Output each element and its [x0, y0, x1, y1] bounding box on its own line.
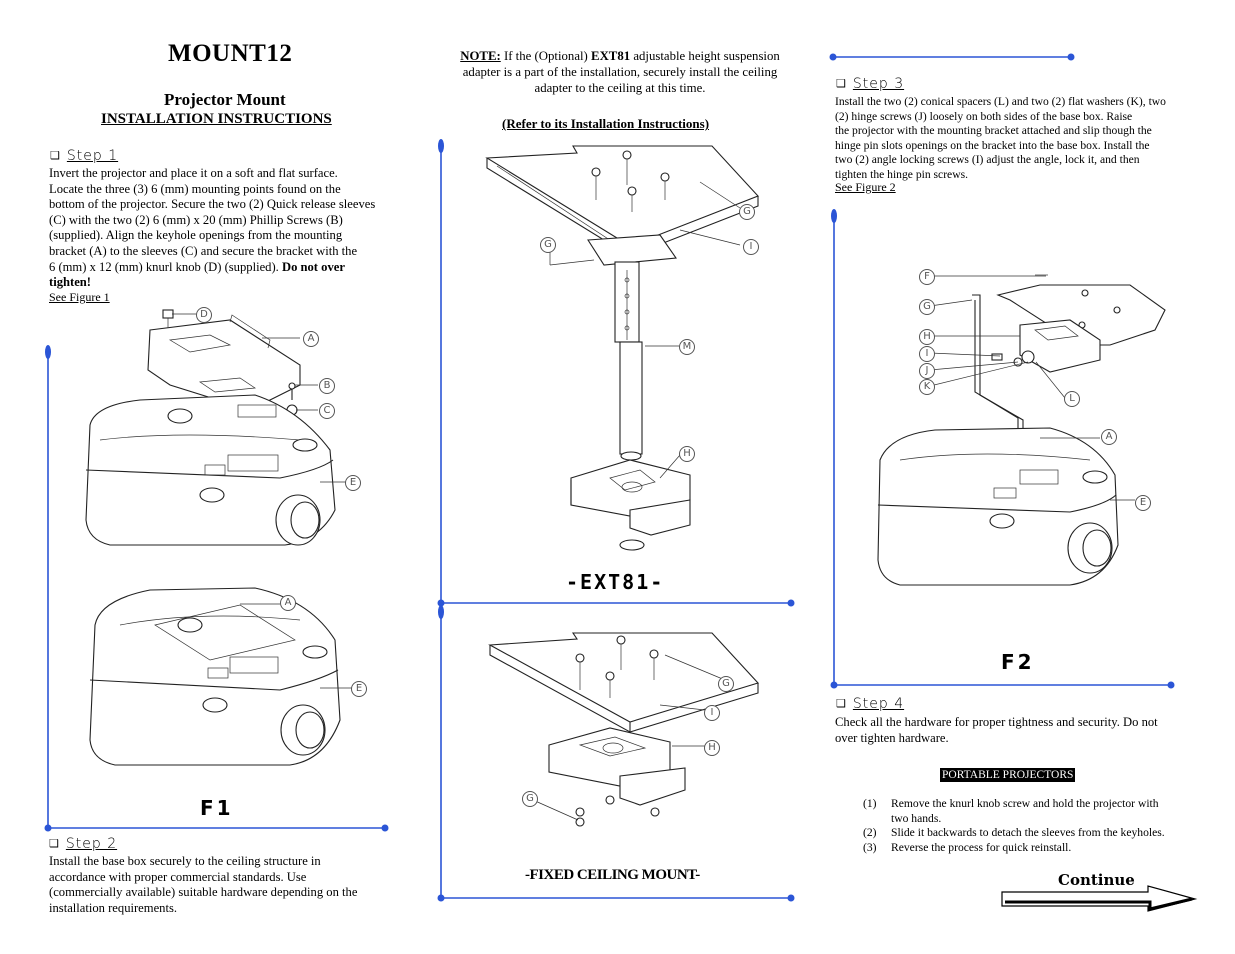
step4-heading: ❑ Step 4 [836, 696, 904, 712]
step3-line: hinge pin slots openings on the bracket … [835, 138, 1150, 152]
instructions-heading: INSTALLATION INSTRUCTIONS [101, 111, 332, 127]
step4-line: over tighten hardware. [835, 730, 949, 745]
callout-figure2-j: J [919, 363, 935, 379]
callout-figure2-h: H [919, 329, 935, 345]
step2-line: (commercially available) suitable hardwa… [49, 885, 358, 900]
portable-projectors-badge: PORTABLE PROJECTORS [940, 768, 1076, 782]
ext81-label: -EXT81- [566, 570, 665, 594]
step1-line: bottom of the projector. Secure the two … [49, 197, 376, 212]
step3-line: tighten the hinge pin screws. [835, 167, 968, 181]
step3-line: two (2) angle locking screws (I) adjust … [835, 153, 1140, 166]
callout-figure2-g: G [919, 299, 935, 315]
ext81-frame [437, 139, 795, 607]
figure1-frame [44, 345, 389, 832]
callout-ext81-i: I [743, 239, 759, 255]
callout-fixed-i: I [704, 705, 720, 721]
callout-ext81-m: M [679, 339, 695, 355]
figure2-drawing [877, 274, 1166, 586]
step3-line: (2) hinge screws (J) loosely on both sid… [835, 109, 1133, 123]
callout-fixed-g: G [718, 676, 734, 692]
callout-fixed-g: G [522, 791, 538, 807]
ext81-drawing [485, 145, 759, 551]
step4-text: Check all the hardware for proper tightn… [835, 715, 1205, 746]
figure2-label: F2 [1001, 650, 1035, 674]
note-label: NOTE: [460, 49, 501, 63]
step1-line: (C) with the two (2) 6 (mm) x 20 (mm) Ph… [49, 212, 343, 227]
step1-line: 6 (mm) x 12 (mm) knurl knob (D) (supplie… [49, 259, 345, 274]
step1-label: Step 1 [66, 148, 119, 164]
step2-heading: ❑ Step 2 [49, 836, 117, 852]
step2-line: Install the base box securely to the cei… [49, 854, 321, 868]
warning-text: Do not over [281, 259, 345, 274]
ext81-name: EXT81 [591, 49, 631, 63]
product-subtitle: Projector Mount [164, 90, 286, 109]
step3-label: Step 3 [852, 76, 905, 92]
checkbox-icon[interactable]: ❑ [50, 149, 61, 162]
step1-line: bracket (A) to the sleeves (C) and secur… [49, 243, 358, 258]
callout-figure1-a: A [280, 595, 296, 611]
callout-ext81-h: H [679, 446, 695, 462]
list-item: (3) Reverse the process for quick reinst… [863, 840, 1072, 854]
callout-figure2-e: E [1135, 495, 1151, 511]
step2-line: accordance with proper commercial standa… [49, 869, 307, 884]
figure1-link[interactable]: See Figure 1 [49, 290, 110, 304]
reference-link[interactable]: (Refer to its Installation Instructions) [502, 116, 710, 131]
step3-heading: ❑ Step 3 [836, 76, 904, 92]
callout-ext81-g: G [739, 204, 755, 220]
callout-ext81-g: G [540, 237, 556, 253]
step1-heading: ❑ Step 1 [50, 148, 118, 164]
continue-arrow-icon[interactable] [1001, 885, 1198, 912]
portable-list: (1) Remove the knurl knob screw and hold… [863, 797, 1193, 855]
figure2-link[interactable]: See Figure 2 [835, 180, 896, 194]
figure2-frame [830, 209, 1175, 689]
checkbox-icon[interactable]: ❑ [836, 697, 847, 710]
checkbox-icon[interactable]: ❑ [836, 77, 847, 90]
callout-figure2-l: L [1064, 391, 1080, 407]
step2-text: Install the base box securely to the cei… [49, 854, 409, 916]
list-item: (1) Remove the knurl knob screw and hold… [863, 797, 1159, 825]
callout-fixed-h: H [704, 740, 720, 756]
page-title: MOUNT12 [168, 40, 293, 67]
callout-figure2-f: F [919, 269, 935, 285]
fixed-frame [437, 605, 795, 902]
step2-line: installation requirements. [49, 900, 178, 915]
callout-figure1-e: E [345, 475, 361, 491]
callout-figure2-a: A [1101, 429, 1117, 445]
callout-figure1-c: C [319, 403, 335, 419]
step1-line: Invert the projector and place it on a s… [49, 166, 338, 180]
callout-figure1-e: E [351, 681, 367, 697]
note-text: NOTE: If the (Optional) EXT81 adjustable… [460, 49, 780, 95]
list-item: (2) Slide it backwards to detach the sle… [863, 826, 1165, 839]
callout-figure2-k: K [919, 379, 935, 395]
step3-line: the projector with the mounting bracket … [835, 124, 1152, 137]
step1-line: Locate the three (3) 6 (mm) mounting poi… [49, 181, 341, 196]
figure1-drawing [85, 309, 352, 766]
callout-figure1-d: D [196, 307, 212, 323]
step4-label: Step 4 [852, 696, 905, 712]
callout-figure1-a: A [303, 331, 319, 347]
step3-line: Install the two (2) conical spacers (L) … [835, 95, 1166, 108]
fixed-mount-label: -FIXED CEILING MOUNT- [525, 867, 700, 883]
step1-text: Invert the projector and place it on a s… [49, 166, 409, 291]
continue-button[interactable]: Continue [1058, 871, 1135, 889]
fixed-drawing [488, 632, 759, 827]
callout-figure1-b: B [319, 378, 335, 394]
callout-figure2-i: I [919, 346, 935, 362]
checkbox-icon[interactable]: ❑ [49, 837, 60, 850]
step1-line: (supplied). Align the keyhole openings f… [49, 228, 343, 243]
step1-line: tighten! [49, 275, 91, 290]
step2-label: Step 2 [65, 836, 118, 852]
figure1-label: F1 [200, 796, 234, 820]
step4-line: Check all the hardware for proper tightn… [835, 715, 1158, 729]
step3-text: Install the two (2) conical spacers (L) … [835, 95, 1205, 182]
top-rule [829, 53, 1075, 61]
